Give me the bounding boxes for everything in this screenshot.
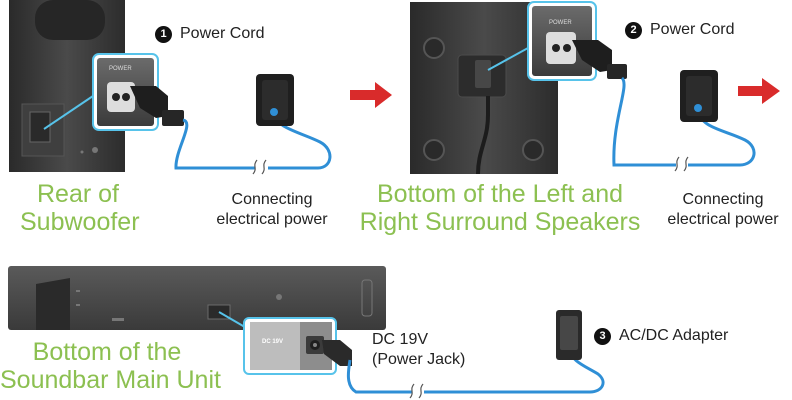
cable-break-icon [409, 383, 424, 399]
step-number-badge: 1 [155, 26, 172, 43]
wall-outlet-icon [680, 70, 718, 122]
callout-line [487, 47, 529, 71]
power-connector-icon [130, 86, 168, 118]
ac-dc-adapter-icon [556, 310, 582, 360]
connecting-caption-1: Connecting electrical power [216, 191, 328, 228]
cable-break-icon [674, 156, 689, 172]
power-port [546, 32, 576, 64]
power-port [107, 82, 135, 112]
arrow-right-icon [350, 82, 392, 108]
power-port-label: POWER [109, 66, 132, 72]
power-jack-label: DC 19V (Power Jack) [372, 331, 466, 368]
dc-port-label: DC 19V [262, 339, 284, 345]
cable-break-icon [252, 159, 267, 175]
soundbar-main-unit [8, 266, 386, 330]
callout-line [43, 95, 94, 130]
arrow-right-icon [738, 78, 780, 104]
step-number-badge: 3 [594, 328, 611, 345]
step-number-badge: 2 [625, 22, 642, 39]
panel-title-surround: Bottom of the Left and Right Surround Sp… [359, 180, 641, 236]
power-connector-icon [322, 340, 352, 366]
power-port-label: POWER [549, 20, 572, 26]
panel-title-subwoofer: Rear of Subwoofer [20, 180, 140, 236]
wall-outlet-icon [256, 74, 294, 126]
power-connector-icon [572, 40, 612, 72]
connecting-caption-2: Connecting electrical power [667, 191, 779, 228]
panel-title-soundbar: Bottom of the Soundbar Main Unit [0, 338, 221, 394]
